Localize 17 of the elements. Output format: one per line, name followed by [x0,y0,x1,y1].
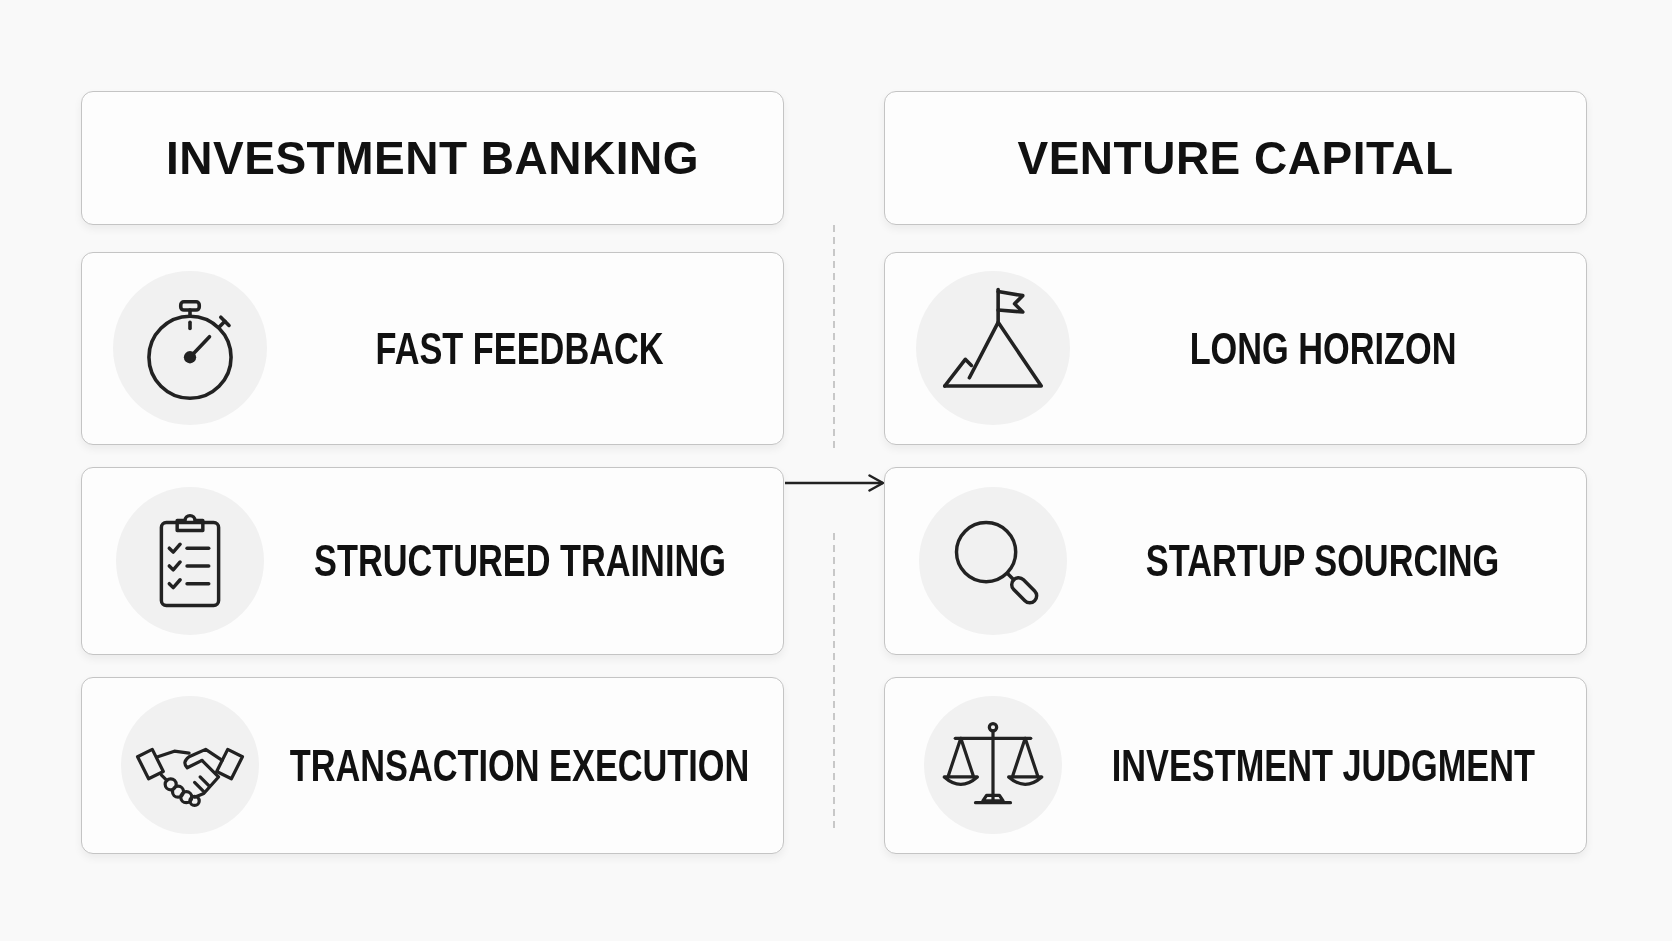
feature-card [81,677,784,854]
feature-card [884,467,1587,655]
feature-title: LONG HORIZON [1189,326,1457,371]
feature-card [884,677,1587,854]
feature-title: TRANSACTION EXECUTION [290,743,750,788]
feature-card [81,467,784,655]
column-header-card [81,91,784,225]
column-header-card [884,91,1587,225]
column-heading: INVESTMENT BANKING [166,135,699,181]
arrow [785,474,885,492]
feature-title: STARTUP SOURCING [1146,539,1500,583]
feature-title: FAST FEEDBACK [376,326,664,371]
feature-card [81,252,784,445]
feature-card [884,252,1587,445]
feature-title: INVESTMENT JUDGMENT [1111,743,1535,788]
feature-title: STRUCTURED TRAINING [314,539,726,583]
column-heading: VENTURE CAPITAL [1017,135,1454,181]
